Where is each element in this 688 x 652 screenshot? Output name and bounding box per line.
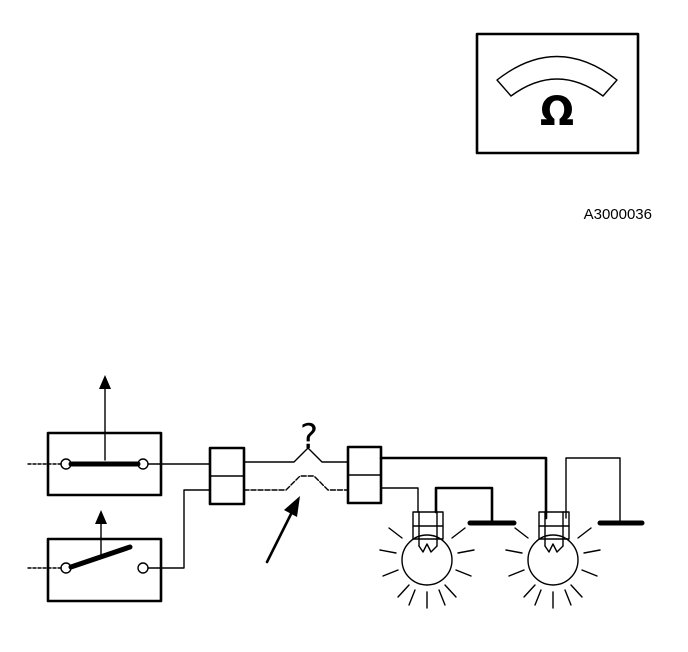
ohm-symbol: Ω — [540, 89, 574, 135]
connector-icon — [346, 445, 383, 505]
wiring — [27, 447, 621, 569]
arrow-icon — [265, 496, 300, 564]
fault-question-mark: ? — [300, 417, 318, 457]
ohmmeter-icon: Ω — [475, 32, 640, 155]
lamp-icon — [505, 511, 601, 609]
closed-switch-icon — [46, 375, 163, 497]
reference-code: A3000036 — [584, 206, 652, 223]
lamp-icon — [379, 511, 475, 609]
connector-icon — [208, 446, 246, 506]
open-switch-icon — [46, 510, 163, 603]
